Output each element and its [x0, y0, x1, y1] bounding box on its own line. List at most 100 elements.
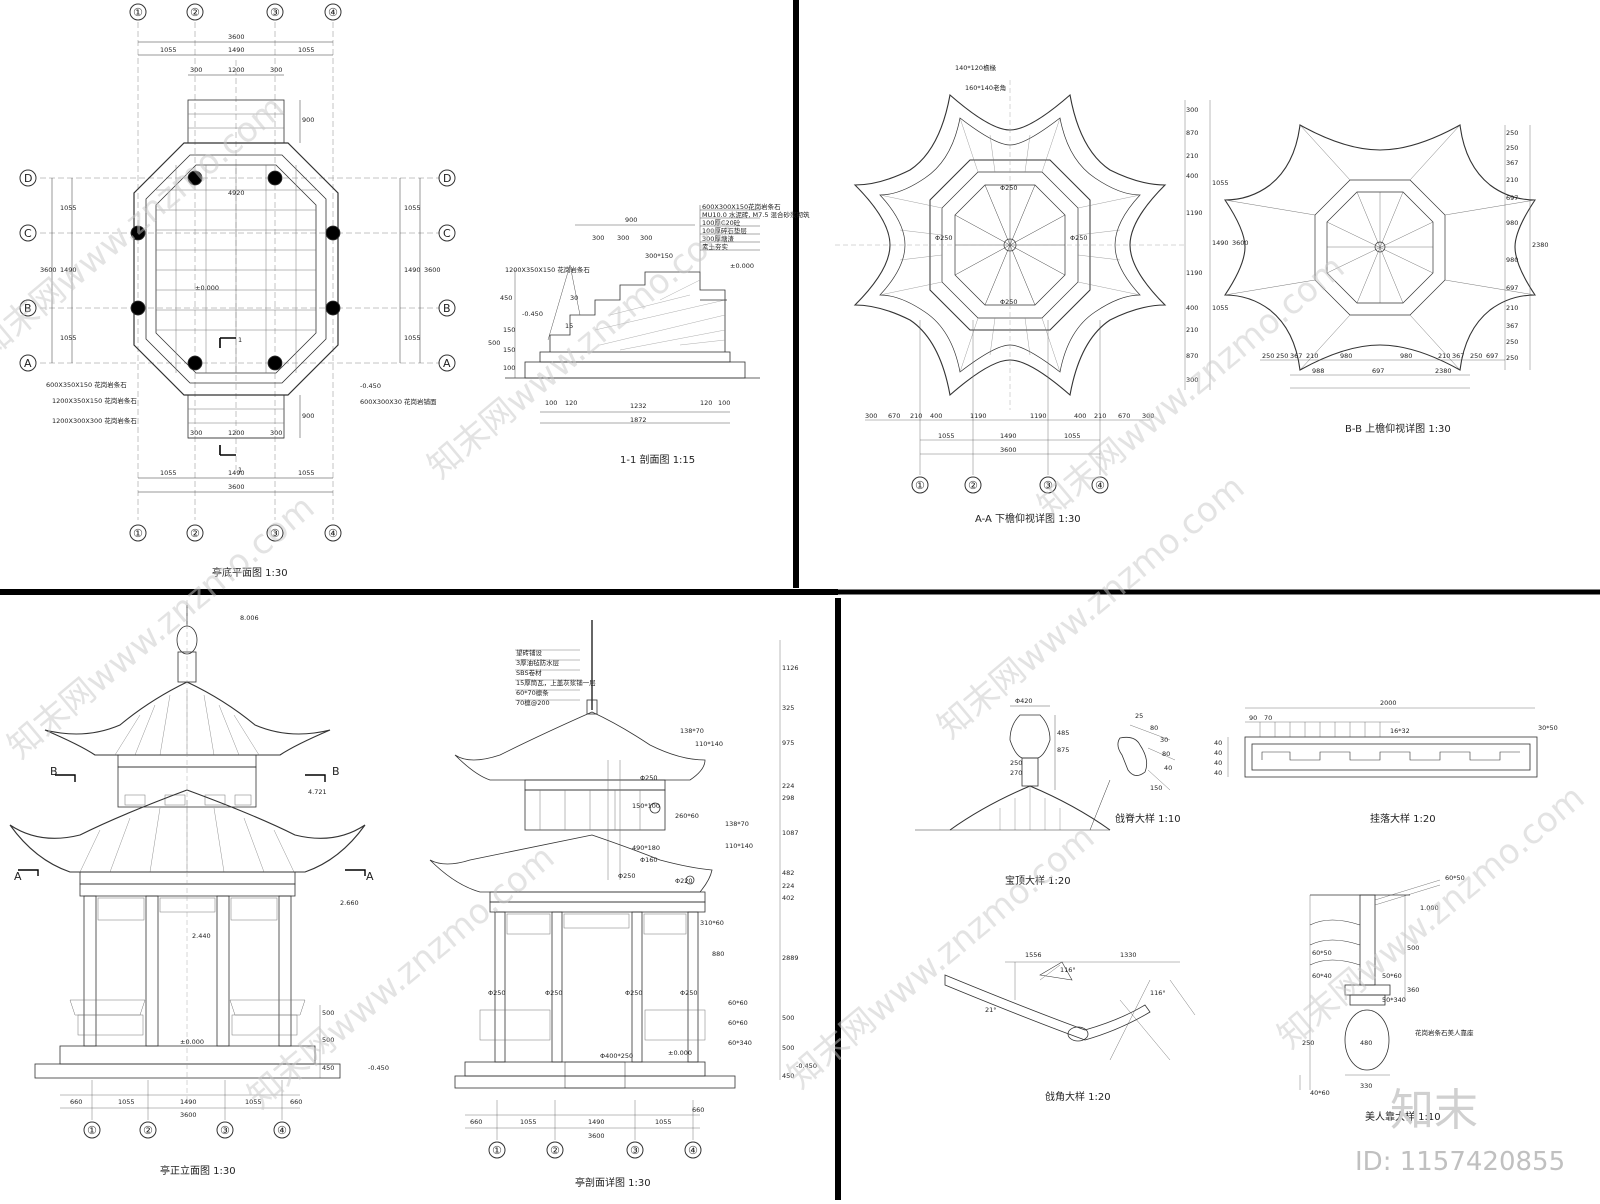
- svg-text:1490: 1490: [228, 469, 245, 477]
- svg-text:1055: 1055: [520, 1118, 537, 1126]
- elevation-title: 亭正立面图 1:30: [160, 1164, 236, 1177]
- svg-text:1190: 1190: [970, 412, 987, 420]
- svg-text:210: 210: [1094, 412, 1106, 420]
- svg-text:1872: 1872: [630, 416, 647, 424]
- svg-text:100: 100: [503, 364, 515, 372]
- svg-text:50*340: 50*340: [1382, 996, 1406, 1004]
- svg-text:2000: 2000: [1380, 699, 1397, 707]
- svg-text:697: 697: [1506, 194, 1518, 202]
- svg-text:600X300X150花岗岩条石: 600X300X150花岗岩条石: [702, 202, 781, 211]
- section-detail-title: 亭剖面详图 1:30: [575, 1176, 651, 1189]
- svg-text:250: 250: [1506, 338, 1518, 346]
- svg-text:670: 670: [888, 412, 900, 420]
- svg-text:500: 500: [782, 1014, 794, 1022]
- svg-text:素土夯实: 素土夯实: [702, 242, 729, 251]
- svg-text:880: 880: [712, 950, 724, 958]
- svg-text:④: ④: [277, 1124, 287, 1137]
- svg-text:D: D: [443, 172, 451, 185]
- svg-text:110*140: 110*140: [725, 842, 753, 850]
- svg-text:360: 360: [1407, 986, 1419, 994]
- svg-text:1055: 1055: [245, 1098, 262, 1106]
- detail-fengji-labels: 25 80 30 80 40 150 戗脊大样 1:10: [1115, 712, 1181, 825]
- svg-text:Φ250: Φ250: [625, 989, 643, 997]
- svg-text:300: 300: [190, 66, 202, 74]
- svg-text:500: 500: [322, 1009, 334, 1017]
- svg-text:1556: 1556: [1025, 951, 1042, 959]
- svg-text:±0.000: ±0.000: [730, 262, 754, 270]
- svg-text:-0.450: -0.450: [368, 1064, 389, 1072]
- svg-text:D: D: [24, 172, 32, 185]
- svg-text:150: 150: [1150, 784, 1162, 792]
- svg-text:④: ④: [688, 1144, 698, 1157]
- svg-text:300厚塘渣: 300厚塘渣: [702, 234, 734, 243]
- svg-text:③: ③: [1043, 479, 1053, 492]
- svg-text:300: 300: [270, 66, 282, 74]
- svg-text:Φ250: Φ250: [640, 774, 658, 782]
- plan-title: 亭底平面图 1:30: [212, 566, 288, 579]
- plan-labels: ① ② ③ ④ ① ② ③ ④ D C B A D C B A 3600 105…: [19, 3, 456, 579]
- svg-text:3600: 3600: [424, 266, 441, 274]
- svg-text:2.660: 2.660: [340, 899, 359, 907]
- svg-text:210: 210: [1186, 326, 1198, 334]
- watermark-text: 知末网www.znzmo.com: [1030, 247, 1352, 526]
- svg-text:1055: 1055: [404, 334, 421, 342]
- detail-baoding: [915, 705, 1111, 831]
- svg-text:1055: 1055: [938, 432, 955, 440]
- svg-text:150: 150: [503, 326, 515, 334]
- svg-text:250: 250: [1262, 352, 1274, 360]
- svg-text:2.440: 2.440: [192, 932, 211, 940]
- section-1-1-title: 1-1 剖面图 1:15: [620, 453, 695, 466]
- fengji-title: 戗脊大样 1:10: [1115, 812, 1181, 825]
- svg-text:④: ④: [1095, 479, 1105, 492]
- svg-text:C: C: [24, 227, 32, 240]
- svg-text:3600: 3600: [40, 266, 57, 274]
- bb-labels: 250 250 367 210 697 980 980 697 210 367 …: [1262, 129, 1549, 435]
- svg-text:300: 300: [1186, 376, 1198, 384]
- svg-text:120: 120: [700, 399, 712, 407]
- svg-text:670: 670: [1118, 412, 1130, 420]
- svg-text:1190: 1190: [1186, 269, 1203, 277]
- svg-text:400: 400: [1074, 412, 1086, 420]
- svg-text:980: 980: [1506, 219, 1518, 227]
- svg-text:300: 300: [1186, 106, 1198, 114]
- svg-text:260*60: 260*60: [675, 812, 699, 820]
- plan-axis-cols: ① ② ③ ④ ① ② ③ ④: [129, 3, 342, 542]
- svg-text:660: 660: [692, 1106, 704, 1114]
- svg-text:875: 875: [1057, 746, 1069, 754]
- svg-text:B: B: [50, 765, 58, 778]
- svg-text:224: 224: [782, 782, 794, 790]
- svg-text:310*60: 310*60: [700, 919, 724, 927]
- detail-guamian: [1227, 707, 1538, 778]
- svg-text:2889: 2889: [782, 954, 799, 962]
- svg-text:660: 660: [470, 1118, 482, 1126]
- aa-title: A-A 下檐仰视详图 1:30: [975, 512, 1081, 525]
- detail-qiangjiao: [944, 961, 1196, 1061]
- svg-text:3600: 3600: [588, 1132, 605, 1140]
- svg-text:500: 500: [1407, 944, 1419, 952]
- svg-text:367: 367: [1452, 352, 1464, 360]
- svg-text:30: 30: [1160, 736, 1168, 744]
- svg-text:±0.000: ±0.000: [180, 1038, 204, 1046]
- watermark-text: 知末网www.znzmo.com: [420, 207, 742, 486]
- svg-text:④: ④: [328, 527, 338, 540]
- svg-text:±0.000: ±0.000: [195, 284, 219, 292]
- svg-text:160*140老角: 160*140老角: [965, 83, 1006, 92]
- svg-text:210: 210: [1506, 176, 1518, 184]
- svg-text:③: ③: [270, 527, 280, 540]
- svg-text:②: ②: [190, 6, 200, 19]
- svg-text:1126: 1126: [782, 664, 799, 672]
- plan-view: [40, 22, 440, 520]
- section-1-1: [505, 205, 760, 424]
- detail-guamian-labels: 2000 90 70 16*32 30*50 40 40 40 40 挂落大样 …: [1214, 699, 1558, 825]
- svg-text:③: ③: [270, 6, 280, 19]
- svg-text:MU10.0 水泥砖, M7.5 混合砂浆砌筑: MU10.0 水泥砖, M7.5 混合砂浆砌筑: [702, 210, 810, 219]
- svg-text:1190: 1190: [1030, 412, 1047, 420]
- svg-text:Φ250: Φ250: [488, 989, 506, 997]
- svg-text:367: 367: [1506, 159, 1518, 167]
- svg-text:2380: 2380: [1435, 367, 1452, 375]
- svg-text:224: 224: [782, 882, 794, 890]
- svg-text:A: A: [24, 357, 32, 370]
- watermark-text: 知末网www.znzmo.com: [780, 817, 1102, 1096]
- svg-text:250: 250: [1302, 1039, 1314, 1047]
